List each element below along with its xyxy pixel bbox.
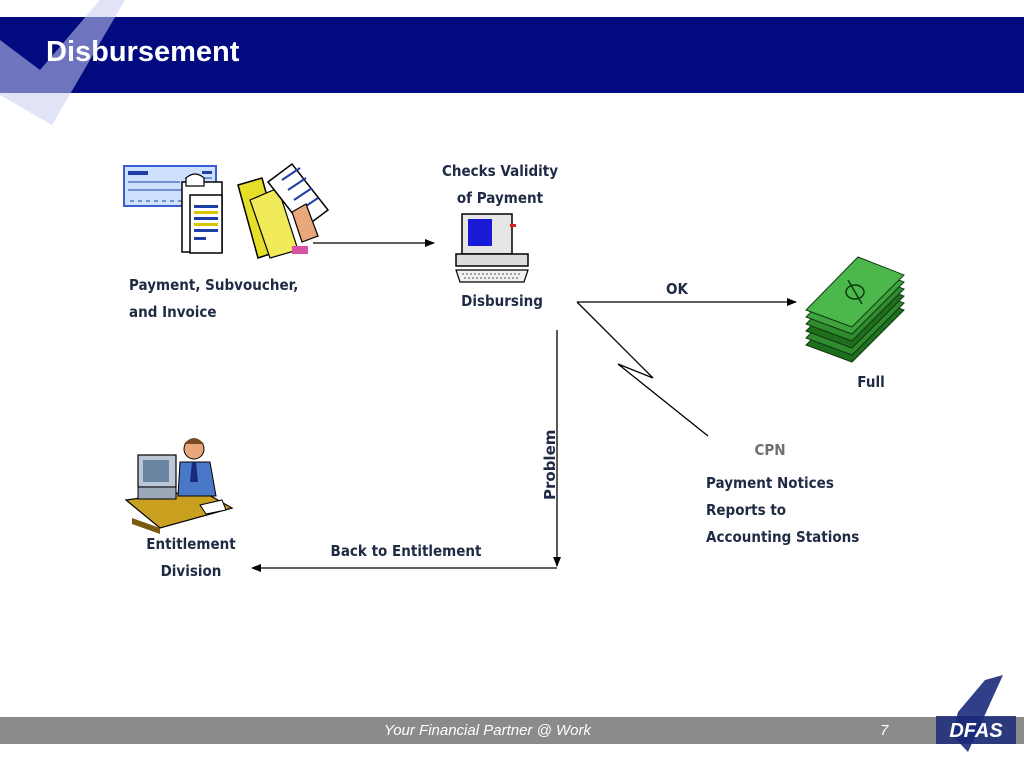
notices-label-line1: Payment Notices: [706, 474, 834, 492]
entitlement-label-line1: Entitlement: [146, 535, 236, 553]
disbursing-label: Disbursing: [461, 292, 543, 310]
validity-label: Checks Validity of Payment: [419, 158, 581, 212]
dfas-logo-text: DFAS: [949, 720, 1003, 742]
notices-label: Payment Notices Reports to Accounting St…: [706, 470, 859, 551]
slide-title: Disbursement: [46, 36, 240, 68]
ok-label: OK: [666, 280, 688, 298]
validity-label-line1: Checks Validity: [441, 162, 559, 180]
entitlement-label-line2: Division: [160, 562, 222, 580]
validity-label-line2: of Payment: [456, 189, 544, 207]
page-number: 7: [880, 722, 889, 739]
documents-label-line1: Payment, Subvoucher,: [129, 276, 299, 294]
documents-label: Payment, Subvoucher, and Invoice: [129, 272, 298, 326]
cpn-label: CPN: [754, 441, 786, 459]
footer-tagline: Your Financial Partner @ Work: [384, 722, 591, 739]
full-label: Full: [857, 373, 885, 391]
header-bar: [0, 17, 1024, 93]
lightning-cpn-line: [576, 301, 709, 437]
notices-label-line2: Reports to: [706, 501, 787, 519]
back-to-entitlement-label: Back to Entitlement: [330, 542, 482, 560]
documents-label-line2: and Invoice: [129, 303, 217, 321]
notices-label-line3: Accounting Stations: [706, 528, 860, 546]
footer-bar: [0, 717, 1024, 744]
entitlement-label: Entitlement Division: [137, 531, 245, 585]
